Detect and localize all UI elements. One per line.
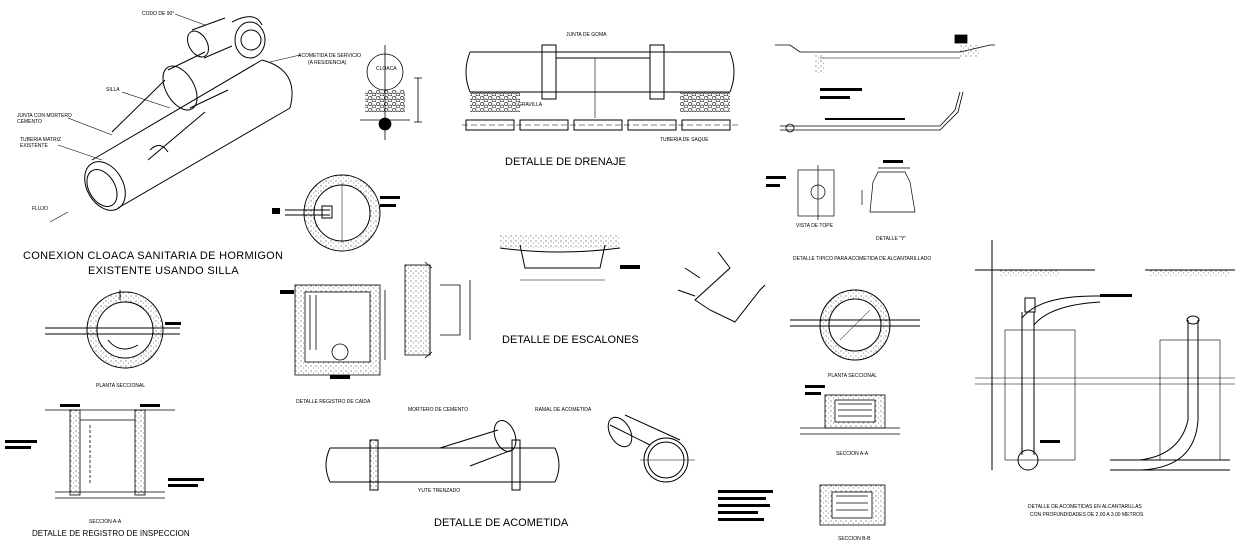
seccion-aa-right-figure [800, 385, 900, 435]
label-tuberia-matriz-1: TUBERIA MATRIZ [20, 137, 61, 143]
label-registro-caida: DETALLE REGISTRO DE CAIDA [296, 399, 371, 405]
label-junta-mortero-1: JUNTA CON MORTERO [17, 113, 72, 119]
label-detalle-y: DETALLE "Y" [876, 236, 906, 242]
label-gravilla: GRAVILLA [518, 102, 543, 108]
label-seccion-bb: SECCION B-B [838, 536, 871, 542]
vista-tope-figure [766, 160, 916, 220]
drenaje-figure [462, 44, 740, 131]
label-acometidas-prof-2: CON PROFUNDIDADES DE 2.00 A 3.00 METROS [1030, 512, 1144, 518]
label-acometidas-prof-1: DETALLE DE ACOMETIDAS EN ALCANTARILLAS [1028, 504, 1142, 510]
saddle-connection-figure [84, 16, 293, 211]
label-vista-tope: VISTA DE TOPE [796, 223, 834, 229]
planta-seccional-right-figure [790, 289, 920, 361]
label-mortero: MORTERO DE CEMENTO [408, 407, 468, 413]
label-junta-goma: JUNTA DE GOMA [566, 32, 607, 38]
registro-plan-figure [272, 174, 400, 252]
escalones-figure [499, 234, 766, 323]
label-detalle-tipico: DETALLE TIPICO PARA ACOMETIDA DE ALCANTA… [793, 256, 931, 262]
title-conexion-line1: CONEXION CLOACA SANITARIA DE HORMIGON [23, 250, 283, 262]
label-junta-mortero-2: CEMENTO [17, 119, 42, 125]
label-registro-inspeccion: DETALLE DE REGISTRO DE INSPECCION [32, 529, 190, 538]
title-conexion-line2: EXISTENTE USANDO SILLA [88, 265, 239, 277]
saddle-leaders [49, 13, 301, 223]
label-seccion-aa-right: SECCION A-A [836, 451, 869, 457]
label-seccion-aa-left: SECCION A-A [89, 519, 122, 525]
planta-seccional-left-figure [45, 290, 181, 369]
label-silla: SILLA [106, 87, 120, 93]
label-acometida-servicio-2: (A RESIDENCIA) [308, 60, 347, 66]
cloaca-section-figure [360, 45, 422, 140]
acometida-profunda-figure [975, 240, 1235, 471]
title-drenaje: DETALLE DE DRENAJE [505, 156, 626, 168]
label-codo: CODO DE 90° [142, 11, 174, 17]
label-ramal: RAMAL DE ACOMETIDA [535, 407, 592, 413]
title-acometida: DETALLE DE ACOMETIDA [434, 517, 569, 529]
label-planta-seccional-left: PLANTA SECCIONAL [96, 383, 145, 389]
seccion-bb-figure [718, 484, 886, 526]
registro-caida-figure [280, 284, 386, 379]
label-tuberia-matriz-2: EXISTENTE [20, 143, 48, 149]
label-flujo: FLUJO [32, 206, 48, 212]
label-acometida-servicio-1: ACOMETIDA DE SERVICIO [298, 53, 361, 59]
acometida-plan-figure [775, 34, 995, 133]
wall-detail-figure [404, 261, 471, 359]
label-yute: YUTE TRENZADO [418, 488, 460, 494]
label-cloaca: CLOACA [376, 66, 397, 72]
title-escalones: DETALLE DE ESCALONES [502, 334, 639, 346]
registro-inspeccion-figure [5, 404, 204, 499]
acometida-figure [325, 414, 695, 491]
label-tuberia-saque: TUBERIA DE SAQUE [660, 137, 709, 143]
label-planta-seccional-right: PLANTA SECCIONAL [828, 373, 877, 379]
